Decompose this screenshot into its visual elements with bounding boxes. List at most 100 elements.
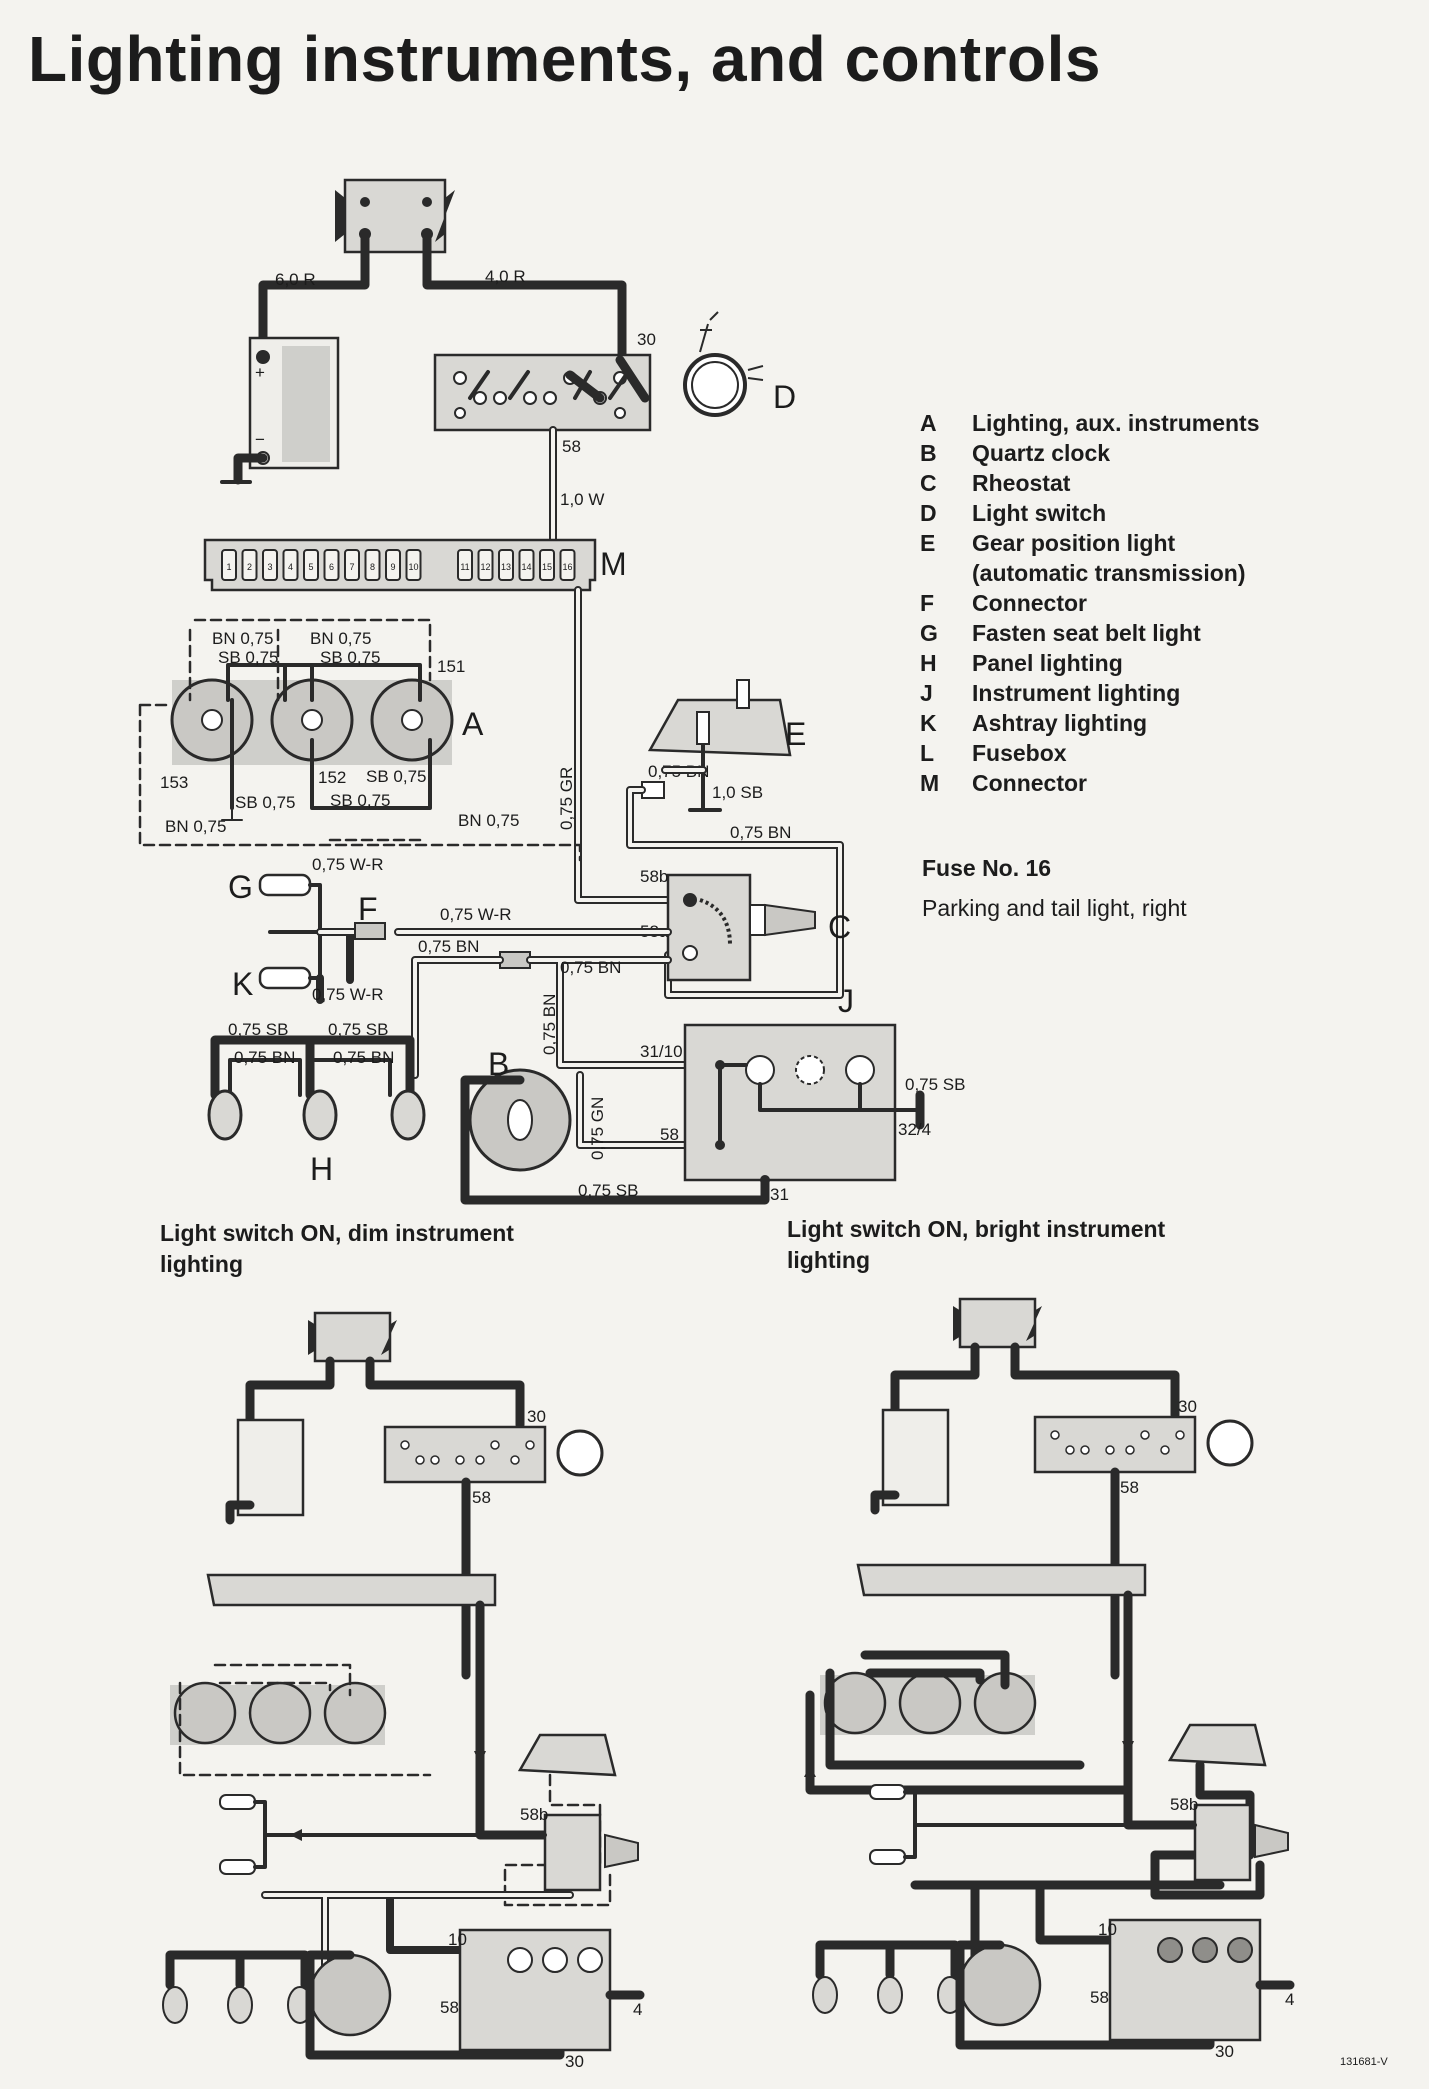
svg-text:+: + [255, 363, 265, 382]
main-label-075GR: 0,75 GR [557, 767, 576, 830]
legend-text: Panel lighting [972, 650, 1123, 676]
svg-text:58: 58 [440, 1998, 459, 2017]
legend-row: L Fusebox [920, 738, 1380, 768]
fuse-number: 10 [408, 562, 418, 572]
caption-bright: Light switch ON, bright instrument light… [787, 1216, 1166, 1273]
svg-text:1,0 SB: 1,0 SB [712, 783, 763, 802]
legend-text: Rheostat [972, 470, 1071, 496]
svg-text:0,75 BN: 0,75 BN [560, 958, 621, 977]
svg-text:153: 153 [160, 773, 188, 792]
page-title: Lighting instruments, and controls [28, 23, 1101, 95]
svg-text:SB 0,75: SB 0,75 [235, 793, 296, 812]
legend-text: Instrument lighting [972, 680, 1181, 706]
fuse-slot: 3 [262, 549, 278, 581]
bright-supply-block [953, 1297, 1042, 1349]
main-letter-E: E [785, 716, 806, 752]
svg-text:0,75 W-R: 0,75 W-R [440, 905, 512, 924]
svg-text:SB 0,75: SB 0,75 [320, 648, 381, 667]
main-label-6R: 6,0 R [275, 270, 316, 289]
main-rheostat [666, 873, 816, 982]
fuse-description: Parking and tail light, right [922, 895, 1187, 921]
fuse-number: 7 [349, 562, 354, 572]
fuse-slot: 7 [344, 549, 360, 581]
legend-text: Fasten seat belt light [972, 620, 1201, 646]
svg-text:BN 0,75: BN 0,75 [458, 811, 519, 830]
fuse-number: 13 [501, 562, 511, 572]
main-quartz-clock [468, 1068, 572, 1172]
svg-text:30: 30 [637, 330, 656, 349]
legend-text: Lighting, aux. instruments [972, 410, 1260, 436]
fuse-number: 6 [329, 562, 334, 572]
main-lamp-G [258, 873, 312, 897]
main-light-switch-block [433, 353, 652, 432]
svg-text:30: 30 [527, 1407, 546, 1426]
legend-text: Light switch [972, 500, 1107, 526]
svg-text:0,75 SB: 0,75 SB [328, 1020, 389, 1039]
svg-text:30: 30 [1215, 2042, 1234, 2061]
fuse-number: 8 [370, 562, 375, 572]
caption-dim: Light switch ON, dim instrument lighting [160, 1220, 514, 1277]
legend-text: Gear position light [972, 530, 1176, 556]
svg-text:0,75 SB: 0,75 SB [905, 1075, 966, 1094]
fuse-slot: 5 [303, 549, 319, 581]
dim-wiring-diagram: 30 58 58b 10 58 30 4 [162, 1311, 645, 2071]
fuse-number: 15 [542, 562, 552, 572]
main-supply-block [335, 178, 455, 254]
main-label-4R: 4,0 R [485, 267, 526, 286]
svg-text:0,75 BN: 0,75 BN [333, 1048, 394, 1067]
legend-text: Connector [972, 590, 1087, 616]
main-letter-F: F [358, 891, 378, 927]
svg-text:−: − [255, 430, 265, 449]
svg-text:58: 58 [660, 1125, 679, 1144]
svg-text:0,75 BN: 0,75 BN [730, 823, 791, 842]
fuse-number: 16 [562, 562, 572, 572]
fuse-slot: 11 [457, 549, 473, 581]
legend-row: E Gear position light [920, 528, 1380, 558]
legend-text: (automatic transmission) [972, 560, 1246, 586]
legend-key: L [920, 740, 935, 766]
main-letter-C: C [828, 909, 851, 945]
svg-text:SB 0,75: SB 0,75 [218, 648, 279, 667]
legend-key: H [920, 650, 937, 676]
main-letter-D: D [773, 379, 796, 415]
svg-text:58b: 58b [640, 867, 668, 886]
bright-wiring-diagram: 30 58 58b 10 58 30 4 [804, 1297, 1295, 2061]
fuse-number: 11 [460, 562, 469, 572]
svg-text:58b: 58b [1170, 1795, 1198, 1814]
legend-key: J [920, 680, 933, 706]
main-label-1W: 1,0 W [560, 490, 604, 509]
main-letter-K: K [232, 966, 253, 1002]
fuse-number: 4 [288, 562, 293, 572]
svg-text:0,75 SB: 0,75 SB [228, 1020, 289, 1039]
fuse-number: 3 [267, 562, 272, 572]
fuse-title: Fuse No. 16 [922, 855, 1052, 881]
fuse-slot: 16 [559, 549, 576, 581]
legend-key: E [920, 530, 936, 556]
legend-key: F [920, 590, 935, 616]
svg-text:58: 58 [1090, 1988, 1109, 2007]
legend-text: Fusebox [972, 740, 1067, 766]
svg-text:0,75 W-R: 0,75 W-R [312, 985, 384, 1004]
main-letter-H: H [310, 1151, 333, 1187]
main-gear-light [647, 679, 792, 757]
main-battery: + − [248, 336, 340, 470]
legend-text: Quartz clock [972, 440, 1111, 466]
svg-text:58: 58 [1120, 1478, 1139, 1497]
legend-key: M [920, 770, 940, 796]
fuse-number: 5 [308, 562, 313, 572]
legend-row: (automatic transmission) [920, 558, 1380, 588]
svg-text:0,75 SB: 0,75 SB [578, 1181, 639, 1200]
svg-text:31: 31 [770, 1185, 789, 1204]
fuse-number: 9 [390, 562, 395, 572]
legend-row: C Rheostat [920, 468, 1380, 498]
legend-key: C [920, 470, 937, 496]
main-instrument-lighting [683, 1023, 922, 1185]
svg-text:58: 58 [472, 1488, 491, 1507]
fuse-number: 2 [247, 562, 252, 572]
svg-text:BN 0,75: BN 0,75 [212, 629, 273, 648]
